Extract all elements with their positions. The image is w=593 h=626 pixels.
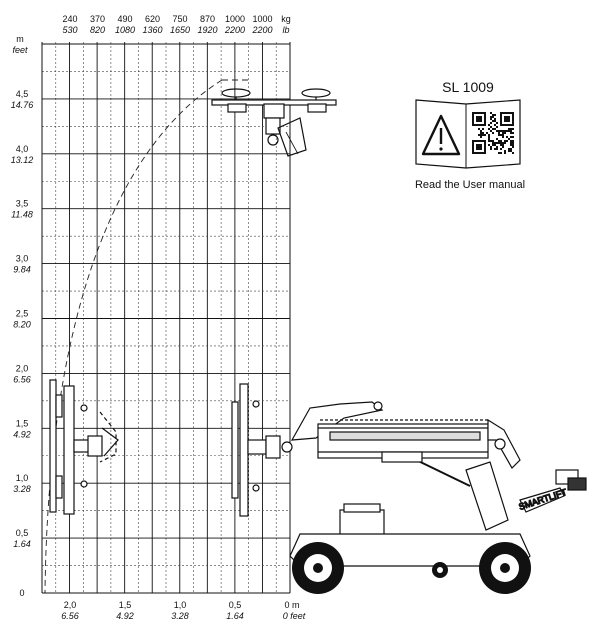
load-lb-labels: 530 820 1080 1360 1650 1920 2200 2200 [62,25,272,35]
y-unit-m: m [16,34,24,44]
y-tick-m: 2,5 [16,309,29,319]
load-kg-label: 370 [90,14,105,24]
unit-kg-label: kg [281,14,291,24]
y-tick-ft: 11.48 [11,210,33,220]
y-tick-m: 4,0 [16,144,29,154]
load-lb-label: 2200 [224,25,245,35]
y-tick-m: 1,0 [16,473,29,483]
y-tick-m: 4,5 [16,89,29,99]
x-tick-ft: 1.64 [226,611,244,621]
x-zero-ft-label: 0 feet [283,611,306,621]
x-zero-m-label: 0 m [284,600,299,610]
brand-label: SMARTLIFT [518,487,569,512]
load-header: 240 370 490 620 750 870 1000 1000 530 820 1080 136… [62,14,290,35]
x-axis-labels: 2,06.56 1,54.92 1,03.28 0,51.64 0 m 0 feet [61,600,306,621]
x-tick-ft: 4.92 [116,611,134,621]
reach-envelope-curve [44,79,223,594]
y-zero-label: 0 [19,588,24,598]
load-kg-label: 490 [117,14,132,24]
y-tick-ft: 14.76 [11,100,34,110]
y-tick-m: 2,0 [16,363,29,373]
grid [42,42,290,594]
y-tick-m: 3,5 [16,199,29,209]
wheel-rear [479,542,531,594]
y-tick-labels: 4,514.76 4,013.12 3,511.48 3,09.84 2,58.20 2,… [11,89,34,549]
x-tick-ft: 6.56 [61,611,79,621]
y-tick-ft: 4.92 [13,429,31,439]
load-kg-label: 750 [172,14,187,24]
y-tick-ft: 9.84 [13,265,31,275]
unit-lb-label: lb [282,25,289,35]
wheel-front [292,542,344,594]
load-kg-label: 1000 [252,14,272,24]
y-tick-ft: 3.28 [13,484,31,494]
warning-triangle-icon [421,114,461,156]
load-lb-label: 1650 [170,25,190,35]
load-kg-label: 870 [200,14,215,24]
y-axis-labels: m feet 4,514.76 4,013.12 3,511.48 3,09.84 2,… [11,34,34,598]
manual-caption: Read the User manual [415,179,525,191]
vacuum-lifter-near-reach [231,383,293,517]
load-kg-label: 620 [145,14,160,24]
x-tick-m: 1,0 [174,600,187,610]
x-tick-m: 1,5 [119,600,132,610]
load-lb-label: 820 [90,25,105,35]
machine-chassis: SMARTLIFT [289,461,587,567]
y-tick-m: 1,5 [16,418,29,428]
y-unit-ft: feet [12,45,28,55]
y-tick-m: 3,0 [16,254,29,264]
load-lb-label: 1920 [197,25,217,35]
load-kg-label: 240 [62,14,77,24]
load-lb-label: 530 [62,25,77,35]
load-lb-label: 2200 [251,25,272,35]
load-lb-label: 1360 [142,25,162,35]
y-tick-ft: 8.20 [13,320,31,330]
y-tick-ft: 1.64 [13,539,31,549]
load-kg-label: 1000 [225,14,245,24]
wheel-caster [432,562,448,578]
x-tick-m: 0,5 [229,600,242,610]
x-tick-ft: 3.28 [171,611,189,621]
load-kg-labels: 240 370 490 620 750 870 1000 1000 [62,14,272,24]
manual-notice: SL 1009 Read the User manual [415,79,525,191]
vacuum-lifter-far-reach [49,379,119,515]
qr-code-icon [472,112,514,154]
y-tick-m: 0,5 [16,528,29,538]
x-tick-m: 2,0 [64,600,77,610]
model-title: SL 1009 [442,79,494,95]
boom-arm [290,401,521,487]
y-tick-ft: 13.12 [11,155,34,165]
x-tick-labels: 2,06.56 1,54.92 1,03.28 0,51.64 [61,600,244,621]
load-lb-label: 1080 [115,25,135,35]
vacuum-lifter-top-position [211,88,337,157]
y-tick-ft: 6.56 [13,374,31,384]
